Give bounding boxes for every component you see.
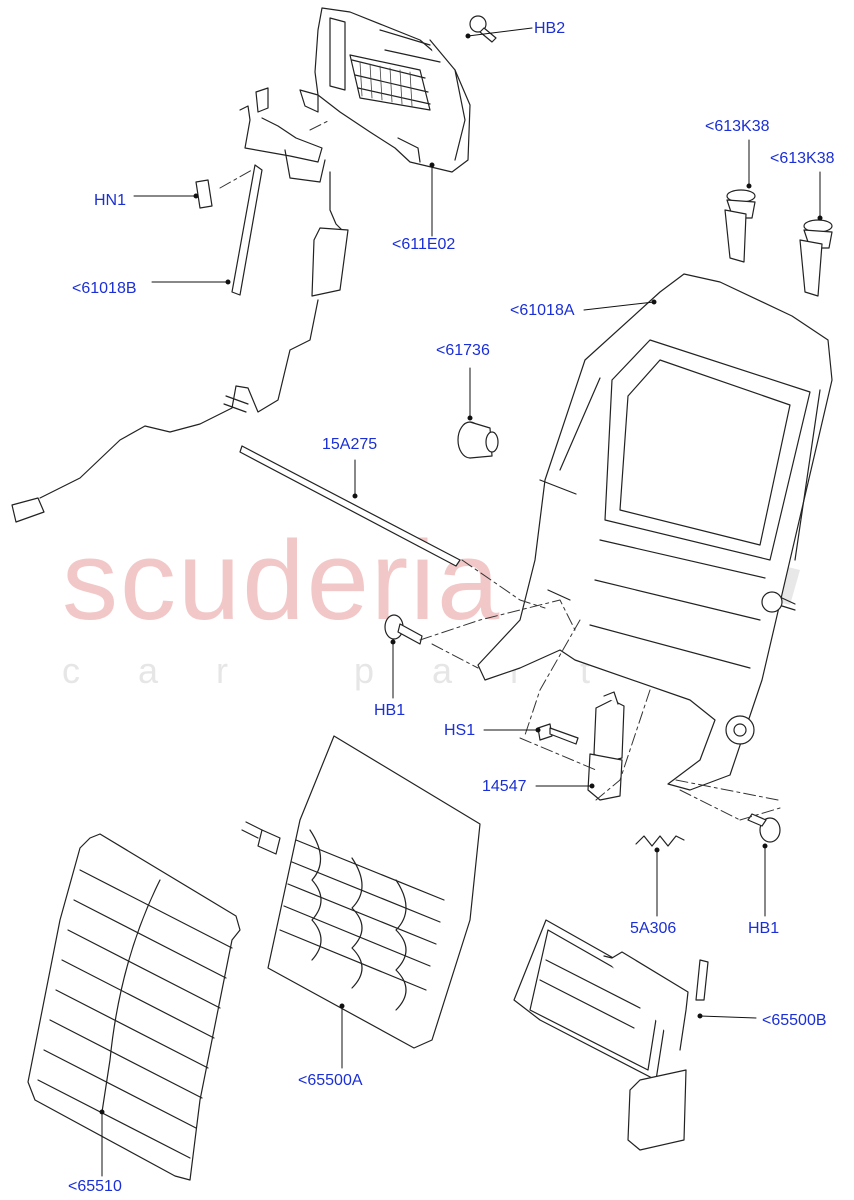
headrest-guide-b bbox=[799, 219, 833, 297]
headrest-guide-a bbox=[724, 189, 756, 263]
callout-14547[interactable]: 14547 bbox=[482, 778, 527, 795]
wiring-harness-part bbox=[11, 87, 349, 523]
rod-15a275-part bbox=[239, 445, 461, 567]
control-module-part bbox=[299, 7, 471, 173]
callout-613k38-b[interactable]: <613K38 bbox=[770, 150, 835, 167]
hb2-bolt-part bbox=[469, 15, 497, 43]
hn1-clip-part bbox=[195, 179, 213, 209]
hs1-screw-part bbox=[537, 723, 579, 745]
callout-613k38-a[interactable]: <613K38 bbox=[705, 118, 770, 135]
assembly-dashed-lines bbox=[219, 119, 781, 821]
callout-hn1[interactable]: HN1 bbox=[94, 192, 127, 209]
callout-5a306[interactable]: 5A306 bbox=[630, 920, 677, 937]
callout-65510[interactable]: <65510 bbox=[68, 1178, 122, 1195]
leader-lines bbox=[99, 27, 823, 1177]
callout-61018b[interactable]: <61018B bbox=[72, 280, 137, 297]
recliner-motor-part bbox=[587, 691, 625, 801]
callout-hb2[interactable]: HB2 bbox=[534, 20, 566, 37]
callout-61736[interactable]: <61736 bbox=[436, 342, 490, 359]
watermark-subtext: car parts bbox=[62, 650, 725, 691]
module-grid-detail bbox=[359, 61, 413, 107]
callout-61018a[interactable]: <61018A bbox=[510, 302, 575, 319]
heater-module-65500b-part bbox=[513, 919, 709, 1151]
callout-611e02[interactable]: <611E02 bbox=[392, 236, 456, 253]
callout-hb1-right[interactable]: HB1 bbox=[748, 920, 780, 937]
seat-back-frame-part bbox=[477, 273, 833, 791]
callout-65500a[interactable]: <65500A bbox=[298, 1072, 363, 1089]
hb1-bolt-right-part bbox=[747, 813, 781, 843]
hb1-bolt-left-part bbox=[384, 614, 423, 645]
pivot-61736-part bbox=[457, 421, 499, 459]
callout-hs1[interactable]: HS1 bbox=[444, 722, 476, 739]
spring-5a306-part bbox=[635, 835, 685, 847]
seat-heater-65500a-part bbox=[241, 735, 481, 1049]
callout-65500b[interactable]: <65500B bbox=[762, 1012, 827, 1029]
callout-15a275[interactable]: 15A275 bbox=[322, 436, 378, 453]
lumbar-mat-65510-part bbox=[27, 833, 241, 1181]
callout-hb1-left[interactable]: HB1 bbox=[374, 702, 406, 719]
rod-61018b-part bbox=[231, 164, 263, 296]
